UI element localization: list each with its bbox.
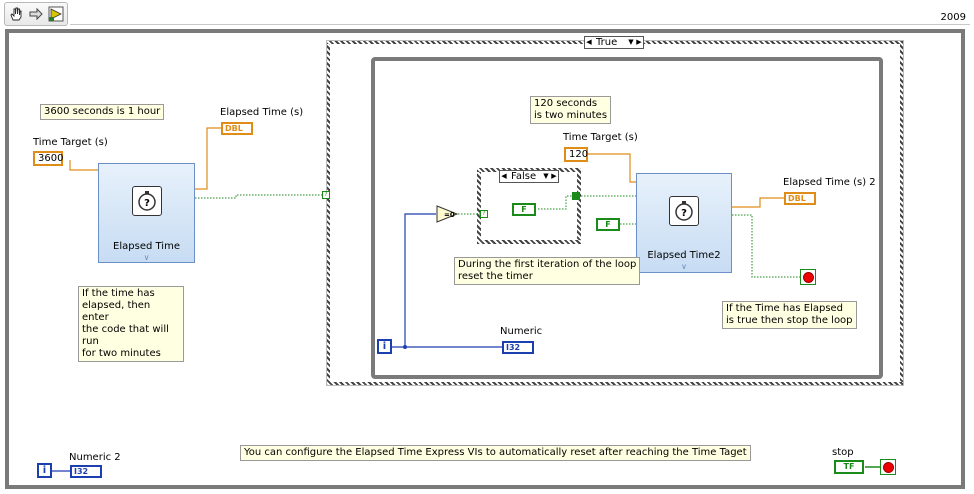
arrow-right-icon[interactable] (28, 6, 44, 22)
version-label: 2009 (940, 12, 966, 23)
stopwatch-icon: ? (669, 196, 699, 226)
elapsed-label-outer: Elapsed Time (s) (220, 107, 304, 118)
stop-control[interactable]: TF (834, 460, 864, 474)
stop-label: stop (832, 447, 854, 458)
elapsed-time2-express-vi[interactable]: ? Elapsed Time2 ∨ (636, 173, 732, 273)
time-target-label-inner: Time Target (s) (563, 132, 638, 143)
run-arrow-icon[interactable] (48, 6, 64, 22)
svg-text:?: ? (681, 208, 687, 219)
case-selector-true[interactable]: ◀ True ▼ ▶ (584, 36, 644, 49)
numeric-indicator[interactable]: I32 (502, 341, 534, 354)
elapsed-label-inner: Elapsed Time (s) 2 (783, 177, 876, 188)
stop-dot-icon (882, 461, 894, 473)
express-title-inner: Elapsed Time2 (647, 250, 721, 261)
iteration-terminal-outer: i (37, 463, 52, 478)
selector-right-icon[interactable]: ▶ (636, 38, 642, 46)
time-target-label-outer: Time Target (s) (33, 137, 108, 148)
note-hour: 3600 seconds is 1 hour (40, 104, 165, 120)
elapsed-indicator-inner[interactable]: DBL (784, 192, 816, 205)
false-constant-express2[interactable]: F (596, 218, 620, 231)
case-selector-tunnel-outer: ? (322, 191, 330, 199)
svg-text:=0: =0 (444, 211, 455, 219)
selector-dropdown-icon[interactable]: ▼ (628, 38, 634, 46)
svg-text:?: ? (144, 198, 150, 209)
bottom-note: You can configure the Elapsed Time Expre… (240, 445, 751, 461)
elapsed-indicator-outer[interactable]: DBL (221, 122, 253, 135)
equal-zero-node[interactable]: =0 (436, 205, 459, 223)
toolbar: 2009 (0, 0, 974, 28)
elapsed-time-express-vi[interactable]: ? Elapsed Time ∨ (98, 163, 195, 263)
outer-while-loop[interactable] (5, 29, 965, 489)
tool-buttons (4, 2, 68, 26)
note-stop: If the Time has Elapsed is true then sto… (722, 301, 857, 329)
selector-left-icon[interactable]: ◀ (586, 38, 592, 46)
time-target-constant-outer[interactable]: 3600 (33, 151, 63, 166)
false-constant-case[interactable]: F (512, 203, 536, 216)
note-minutes: 120 seconds is two minutes (530, 96, 612, 124)
time-target-constant-inner[interactable]: 120 (564, 147, 588, 162)
selector-dropdown-icon[interactable]: ▼ (543, 172, 549, 180)
stop-terminal-outer (880, 459, 896, 475)
stop-terminal-inner (800, 269, 816, 285)
toolbar-divider (70, 24, 970, 25)
note-elapsed: If the time has elapsed, then enter the … (78, 286, 184, 362)
numeric2-indicator[interactable]: I32 (70, 465, 102, 478)
inner-while-loop[interactable] (371, 57, 883, 379)
case-selector-false[interactable]: ◀ False ▼ ▶ (499, 170, 559, 183)
chevron-down-icon[interactable]: ∨ (143, 253, 150, 262)
chevron-down-icon[interactable]: ∨ (681, 262, 687, 271)
selector-left-icon[interactable]: ◀ (501, 172, 507, 180)
stopwatch-icon: ? (131, 186, 162, 216)
hand-icon[interactable] (8, 6, 24, 22)
numeric-label: Numeric (500, 326, 543, 337)
stop-dot-icon (802, 271, 814, 283)
selector-right-icon[interactable]: ▶ (551, 172, 557, 180)
case-selector-tunnel-inner: ? (480, 210, 488, 218)
note-first-iteration: During the first iteration of the loop r… (454, 257, 641, 285)
iteration-terminal-inner: i (377, 339, 392, 354)
numeric2-label: Numeric 2 (69, 452, 121, 463)
express-title-outer: Elapsed Time (113, 241, 180, 252)
case-output-tunnel (572, 192, 580, 200)
